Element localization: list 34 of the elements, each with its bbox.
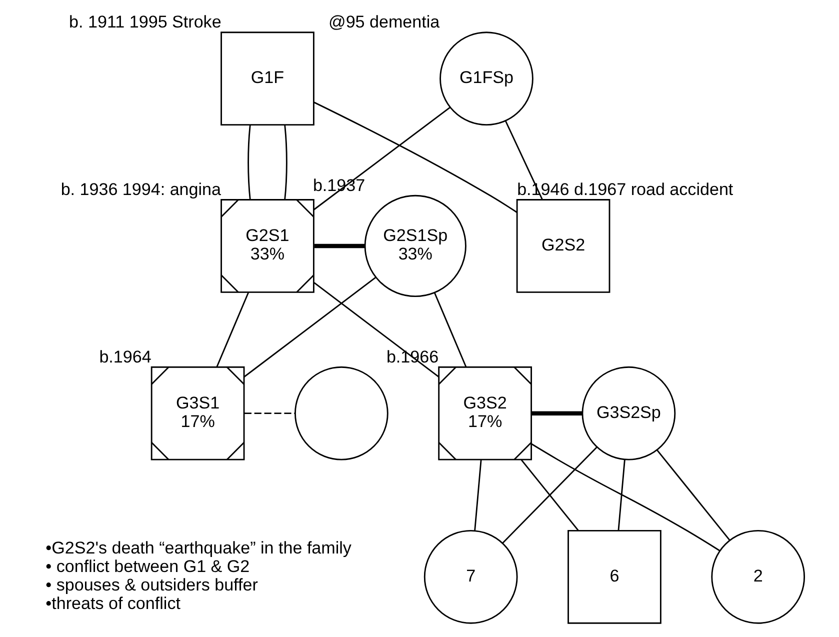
node-label: b.1964 xyxy=(98,347,151,366)
connector xyxy=(313,102,517,213)
connector xyxy=(312,107,450,210)
connector xyxy=(284,124,287,200)
connector xyxy=(216,292,249,368)
label: • conflict between G1 & G2 xyxy=(45,557,250,576)
connector xyxy=(617,459,625,530)
node-circle: 7 xyxy=(423,530,518,624)
connector xyxy=(502,446,597,544)
connector xyxy=(244,412,295,414)
connector xyxy=(314,244,365,248)
node-box: 6 xyxy=(567,530,661,624)
connector xyxy=(247,124,250,200)
node-circle: G3S2Sp xyxy=(581,366,676,460)
node-label: b. 1936 1994: angina xyxy=(60,180,221,199)
connector xyxy=(531,411,582,416)
node-circle: G2S1Sp 33% xyxy=(364,194,466,298)
node-circle xyxy=(294,366,388,460)
connector xyxy=(520,460,578,532)
label: •G2S2's death “earthquake” in the family xyxy=(45,538,351,558)
node-box: G2S2 xyxy=(516,199,610,293)
label: •threats of conflict xyxy=(45,594,180,614)
connector xyxy=(433,292,466,368)
node-box: G1F xyxy=(220,32,314,126)
connector xyxy=(243,276,376,378)
node-label: @95 dementia xyxy=(328,12,440,32)
connector xyxy=(474,460,482,531)
connector xyxy=(530,443,720,552)
node-circle: G1FSp xyxy=(439,32,533,126)
node-circle: 2 xyxy=(710,530,805,624)
label: • spouses & outsiders buffer xyxy=(45,576,258,595)
connector xyxy=(656,450,730,541)
node-label: b. 1911 1995 Stroke xyxy=(68,12,221,32)
connector xyxy=(313,282,439,378)
